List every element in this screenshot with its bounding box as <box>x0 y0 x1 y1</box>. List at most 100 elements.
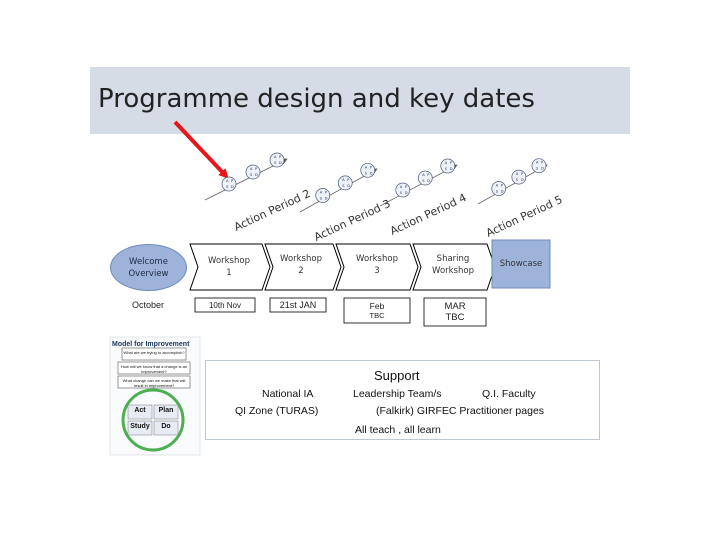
mfi-question-box-2 <box>117 361 191 375</box>
pdsa-letter: P <box>450 161 453 165</box>
stage-label-line2: 2 <box>298 266 304 276</box>
pdsa-cycle-icon <box>395 182 411 198</box>
date-box-4 <box>423 297 487 327</box>
stage-label-line1: Workshop <box>208 256 250 266</box>
pdsa-letter: S <box>400 191 403 195</box>
pdsa-letter: A <box>320 191 323 195</box>
stage-label-line2: Overview <box>128 268 169 279</box>
mfi-question-3: What change can we make that will result… <box>122 378 186 388</box>
mfi-act: Act <box>134 407 146 414</box>
pdsa-letter: P <box>279 155 282 159</box>
support-national-ia: National IA <box>262 388 314 400</box>
pdsa-letter: D <box>521 178 524 182</box>
stage-label-line1: Workshop <box>356 254 398 264</box>
pdsa-cycle-icon <box>511 169 527 185</box>
pdsa-letter: D <box>279 161 282 165</box>
pdsa-letter: A <box>496 184 499 188</box>
pdsa-letter: A <box>226 179 229 183</box>
title-band <box>90 67 630 134</box>
pdsa-letter: D <box>405 191 408 195</box>
pdsa-letter: D <box>255 173 258 177</box>
pdsa-letter: A <box>536 161 539 165</box>
pdsa-cycle-icon <box>337 175 353 191</box>
mfi-cycle-ring <box>121 388 185 452</box>
pdsa-letter: S <box>365 171 368 175</box>
chevron-workshop-3 <box>335 243 419 291</box>
pdsa-letter: S <box>445 167 448 171</box>
pdsa-letter: P <box>501 184 504 188</box>
pdsa-letter: D <box>450 167 453 171</box>
red-pointer-arrow <box>173 120 229 179</box>
ramp-line-3 <box>299 168 378 213</box>
stage-label-line2: Workshop <box>432 266 474 276</box>
ramp-line-5 <box>477 164 548 205</box>
mfi-plan: Plan <box>158 407 174 414</box>
chevron-workshop-1 <box>189 243 271 291</box>
pdsa-letter: P <box>255 167 258 171</box>
date-workshop-2: 21st JAN <box>279 300 317 310</box>
pdsa-letter: D <box>231 185 234 189</box>
stage-label-line2: 1 <box>226 268 232 278</box>
pdsa-cycle-icon <box>491 181 507 196</box>
pdsa-letter: A <box>365 165 368 169</box>
pdsa-letter: P <box>347 178 350 182</box>
mfi-question-1: What are we trying to accomplish? <box>123 350 185 355</box>
ramp-line-4 <box>379 164 458 207</box>
pdsa-letter: D <box>541 167 544 171</box>
mfi-do: Do <box>161 423 171 430</box>
date-box-2 <box>269 297 327 313</box>
chevron-workshop-2 <box>264 243 342 291</box>
showcase-box <box>491 239 551 289</box>
pdsa-cycle-icon <box>315 188 331 203</box>
mfi-title: Model for Improvement <box>112 341 190 348</box>
pdsa-cycle-icon <box>269 152 285 168</box>
ramp-line-2 <box>204 158 288 201</box>
chevron-sharing-workshop <box>412 243 496 291</box>
pdsa-letter: D <box>427 179 430 183</box>
stage-label-line1: Sharing <box>436 254 470 264</box>
pdsa-letter: S <box>274 161 277 165</box>
pdsa-letter: A <box>516 172 519 176</box>
pdsa-letter: S <box>250 173 253 177</box>
date-boxes <box>194 297 487 327</box>
model-for-improvement-graphic <box>109 336 201 456</box>
pdsa-cycle-icon <box>360 162 376 178</box>
pdsa-letter: S <box>536 167 539 171</box>
support-box <box>205 360 600 440</box>
pdsa-letter: S <box>342 184 345 188</box>
pdsa-letter: D <box>370 171 373 175</box>
pdsa-letter: P <box>521 172 524 176</box>
pdsa-cycle-icon <box>221 176 237 192</box>
showcase-label: Showcase <box>492 240 550 288</box>
pdsa-letter: A <box>400 185 403 189</box>
pdsa-letter: A <box>274 155 277 159</box>
support-all-teach: All teach , all learn <box>355 424 441 436</box>
pdsa-cycle-icon <box>245 164 261 180</box>
stage-label-line1: Workshop <box>280 254 322 264</box>
workshop-1-label: Workshop 1 <box>198 247 260 287</box>
pdsa-letter: P <box>541 161 544 165</box>
pdsa-letter: P <box>427 173 430 177</box>
pdsa-cycle-icon <box>440 158 456 174</box>
pdsa-letter: S <box>320 197 323 201</box>
support-qi-faculty: Q.I. Faculty <box>482 388 536 400</box>
workshop-2-label: Workshop 2 <box>270 245 332 285</box>
mfi-study: Study <box>130 423 150 430</box>
mfi-question-box-1 <box>121 347 187 361</box>
support-girfec: (Falkirk) GIRFEC Practitioner pages <box>376 405 545 417</box>
mfi-question-2: How will we know that a change is an imp… <box>120 364 188 374</box>
pdsa-letter: S <box>226 185 229 189</box>
date-box-3 <box>343 297 411 324</box>
timeline-chevrons <box>189 239 551 291</box>
mfi-question-box-3 <box>117 375 191 389</box>
pdsa-letter: S <box>516 178 519 182</box>
date-october: October <box>131 300 164 310</box>
pdsa-letter: P <box>405 185 408 189</box>
pdsa-letter: S <box>422 179 425 183</box>
pdsa-letter: A <box>250 167 253 171</box>
